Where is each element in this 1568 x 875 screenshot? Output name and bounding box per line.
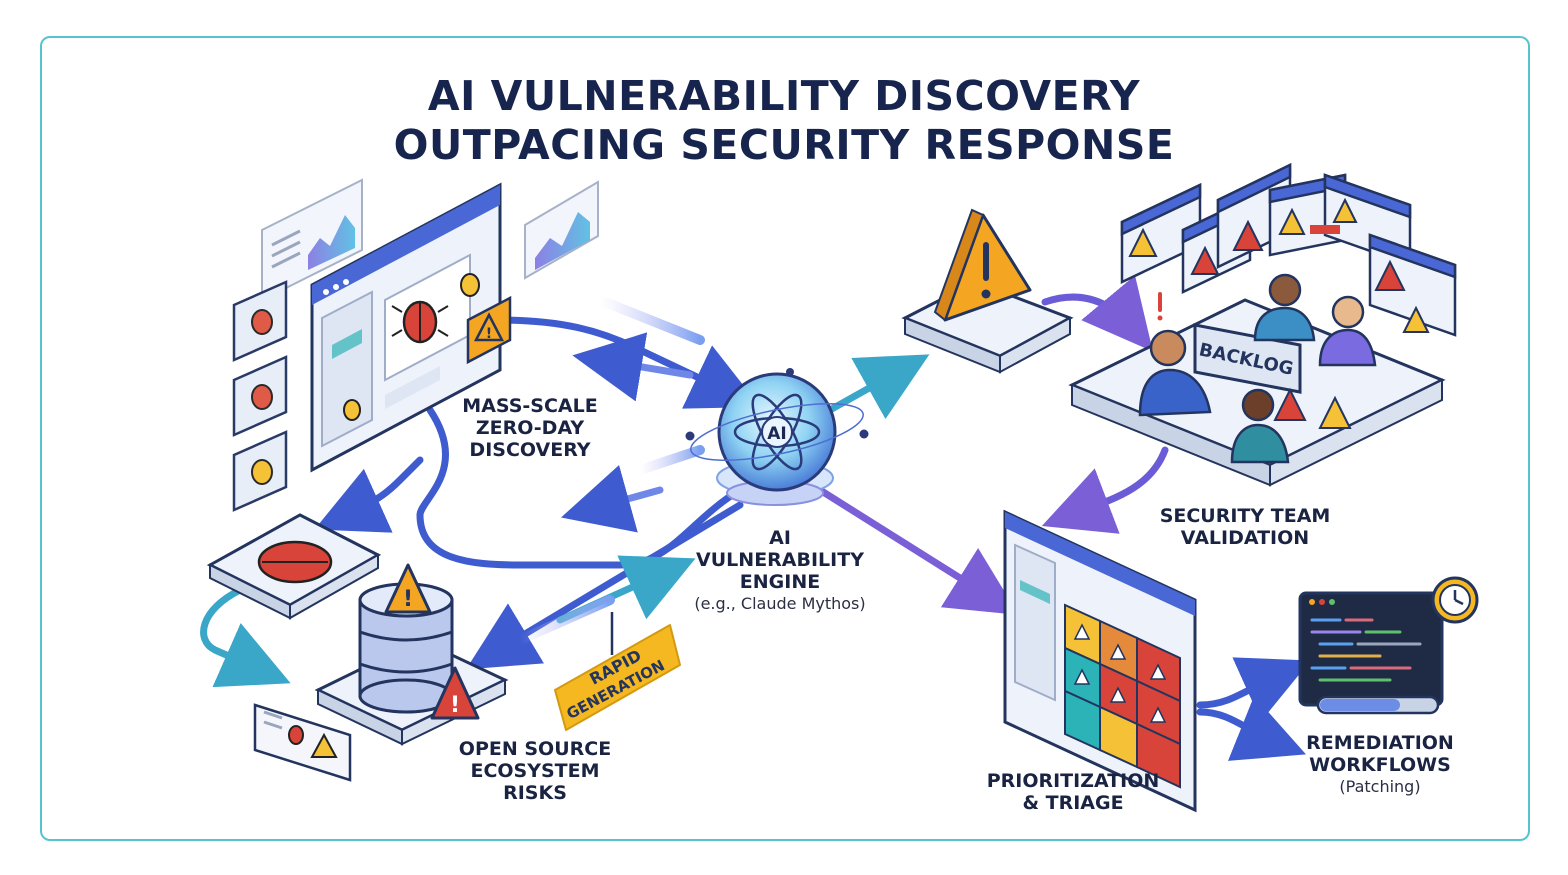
mass-scale-line-1: MASS-SCALE xyxy=(462,395,598,417)
chart-card-center xyxy=(524,180,599,280)
bug-icon xyxy=(288,725,304,745)
svg-text:!: ! xyxy=(403,587,413,612)
engine-note: (e.g., Claude Mythos) xyxy=(694,594,866,613)
title-line-2: OUTPACING SECURITY RESPONSE xyxy=(393,121,1175,169)
people-icon xyxy=(1138,273,1377,464)
bug-platform xyxy=(206,513,382,620)
exclamation-icon xyxy=(1157,292,1163,321)
bug-tile-1 xyxy=(232,280,288,362)
remediation-line-1: REMEDIATION xyxy=(1306,732,1454,754)
chart-card-left xyxy=(261,178,363,302)
open-source-label: OPEN SOURCE ECOSYSTEM RISKS xyxy=(440,738,630,804)
warning-platform xyxy=(901,208,1074,374)
warning-icon xyxy=(1232,219,1264,251)
warning-icon: ! xyxy=(384,563,432,614)
warning-icon xyxy=(1273,387,1307,421)
bug-icon xyxy=(251,309,273,335)
open-source-line-2: ECOSYSTEM xyxy=(470,760,600,782)
prioritization-label: PRIORITIZATION & TRIAGE xyxy=(978,770,1168,814)
bug-warning-card xyxy=(253,703,352,782)
security-team-line-2: VALIDATION xyxy=(1180,527,1310,549)
bug-tile-3 xyxy=(232,430,288,512)
warning-icon xyxy=(1374,259,1406,291)
warning-icon: ! xyxy=(430,666,480,720)
warning-icon xyxy=(1128,227,1158,257)
alert-bar xyxy=(1310,225,1340,234)
core-label: AI xyxy=(767,424,786,444)
svg-text:!: ! xyxy=(486,326,492,342)
clock-icon xyxy=(1431,576,1479,624)
heatmap-warning-icons xyxy=(1073,623,1167,723)
engine-line-3: ENGINE xyxy=(739,571,821,593)
title-line-1: AI VULNERABILITY DISCOVERY xyxy=(427,72,1141,120)
flow-lines xyxy=(200,275,1311,761)
warning-icon xyxy=(1332,197,1358,223)
alert-windows xyxy=(1120,163,1457,337)
security-team-line-1: SECURITY TEAM xyxy=(1159,505,1331,527)
warning-icon: ! xyxy=(466,295,512,365)
bug-icon xyxy=(251,459,273,485)
mass-scale-line-3: DISCOVERY xyxy=(469,439,591,461)
engine-label: AI VULNERABILITY ENGINE (e.g., Claude My… xyxy=(680,527,880,615)
bug-tile-2 xyxy=(232,355,288,437)
backlog-board: BACKLOG xyxy=(1193,323,1302,394)
remediation-label: REMEDIATION WORKFLOWS (Patching) xyxy=(1290,732,1470,798)
svg-text:!: ! xyxy=(450,693,460,718)
remediation-note: (Patching) xyxy=(1339,777,1421,796)
warning-icon xyxy=(1278,207,1306,235)
open-source-line-3: RISKS xyxy=(503,782,567,804)
bug-icon xyxy=(251,384,273,410)
mass-scale-line-2: ZERO-DAY xyxy=(475,417,585,439)
mass-scale-label: MASS-SCALE ZERO-DAY DISCOVERY xyxy=(445,395,615,461)
code-monitor-icon xyxy=(1298,591,1444,715)
warning-icon xyxy=(1402,305,1430,333)
open-source-line-1: OPEN SOURCE xyxy=(458,738,612,760)
bug-icon xyxy=(257,540,333,584)
engine-line-2: VULNERABILITY xyxy=(696,549,864,571)
alert-warning-icons xyxy=(1128,197,1430,333)
engine-line-1: AI xyxy=(769,527,791,549)
bug-icon xyxy=(343,399,361,421)
discovery-monitor xyxy=(310,182,502,473)
prioritization-line-1: PRIORITIZATION xyxy=(986,770,1160,792)
bug-icon xyxy=(391,300,449,344)
ai-engine-core: AI xyxy=(685,368,869,506)
warning-icon xyxy=(1190,245,1220,275)
warning-icon xyxy=(310,732,338,758)
warning-icon xyxy=(933,208,1032,322)
warning-icon xyxy=(1318,395,1352,429)
remediation-line-2: WORKFLOWS xyxy=(1309,754,1451,776)
security-team-label: SECURITY TEAM VALIDATION xyxy=(1145,505,1345,549)
bug-icon xyxy=(460,273,480,297)
prioritization-line-2: & TRIAGE xyxy=(1022,792,1124,814)
rapid-generation-tag: RAPID GENERATION xyxy=(554,612,681,731)
